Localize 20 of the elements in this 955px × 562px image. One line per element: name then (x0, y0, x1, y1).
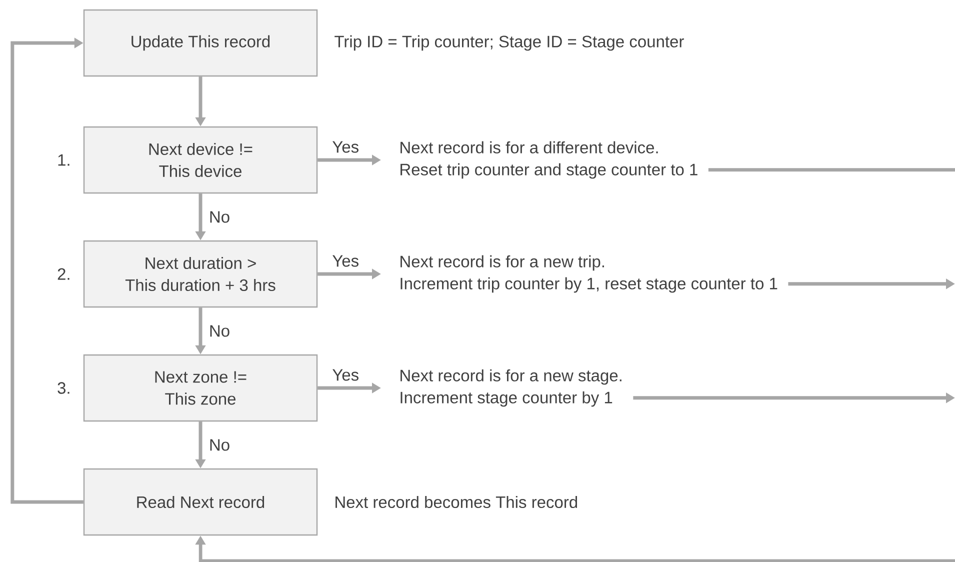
arrow (10, 38, 84, 504)
edge-label: Yes (331, 368, 360, 382)
action-text: Next record is for a different device. Reset trip counter and stage counter to 1 (400, 141, 698, 179)
action-text: Next record is for a new stage. Increment stage counter by 1 (400, 369, 622, 407)
note-text: Next record becomes This record (336, 496, 578, 508)
edge-label: Yes (331, 140, 360, 154)
step-number: 2. (58, 268, 70, 280)
process-box: Next device != This device (83, 126, 318, 194)
note-text: Trip ID = Trip counter; Stage ID = Stage counter (334, 35, 684, 51)
edge-label: No (208, 324, 232, 338)
process-box: Update This record (83, 9, 318, 77)
action-text: Next record is for a new trip. Increment trip counter by 1, reset stage counter to 1 (400, 255, 778, 293)
edge-label: No (208, 210, 232, 224)
process-box: Next zone != This zone (83, 354, 318, 422)
step-number: 1. (58, 154, 70, 166)
process-box: Read Next record (83, 468, 318, 536)
edge-label: No (208, 438, 232, 452)
step-number: 3. (58, 382, 70, 394)
process-box: Next duration > This duration + 3 hrs (83, 240, 318, 308)
edge-label: Yes (331, 254, 360, 268)
